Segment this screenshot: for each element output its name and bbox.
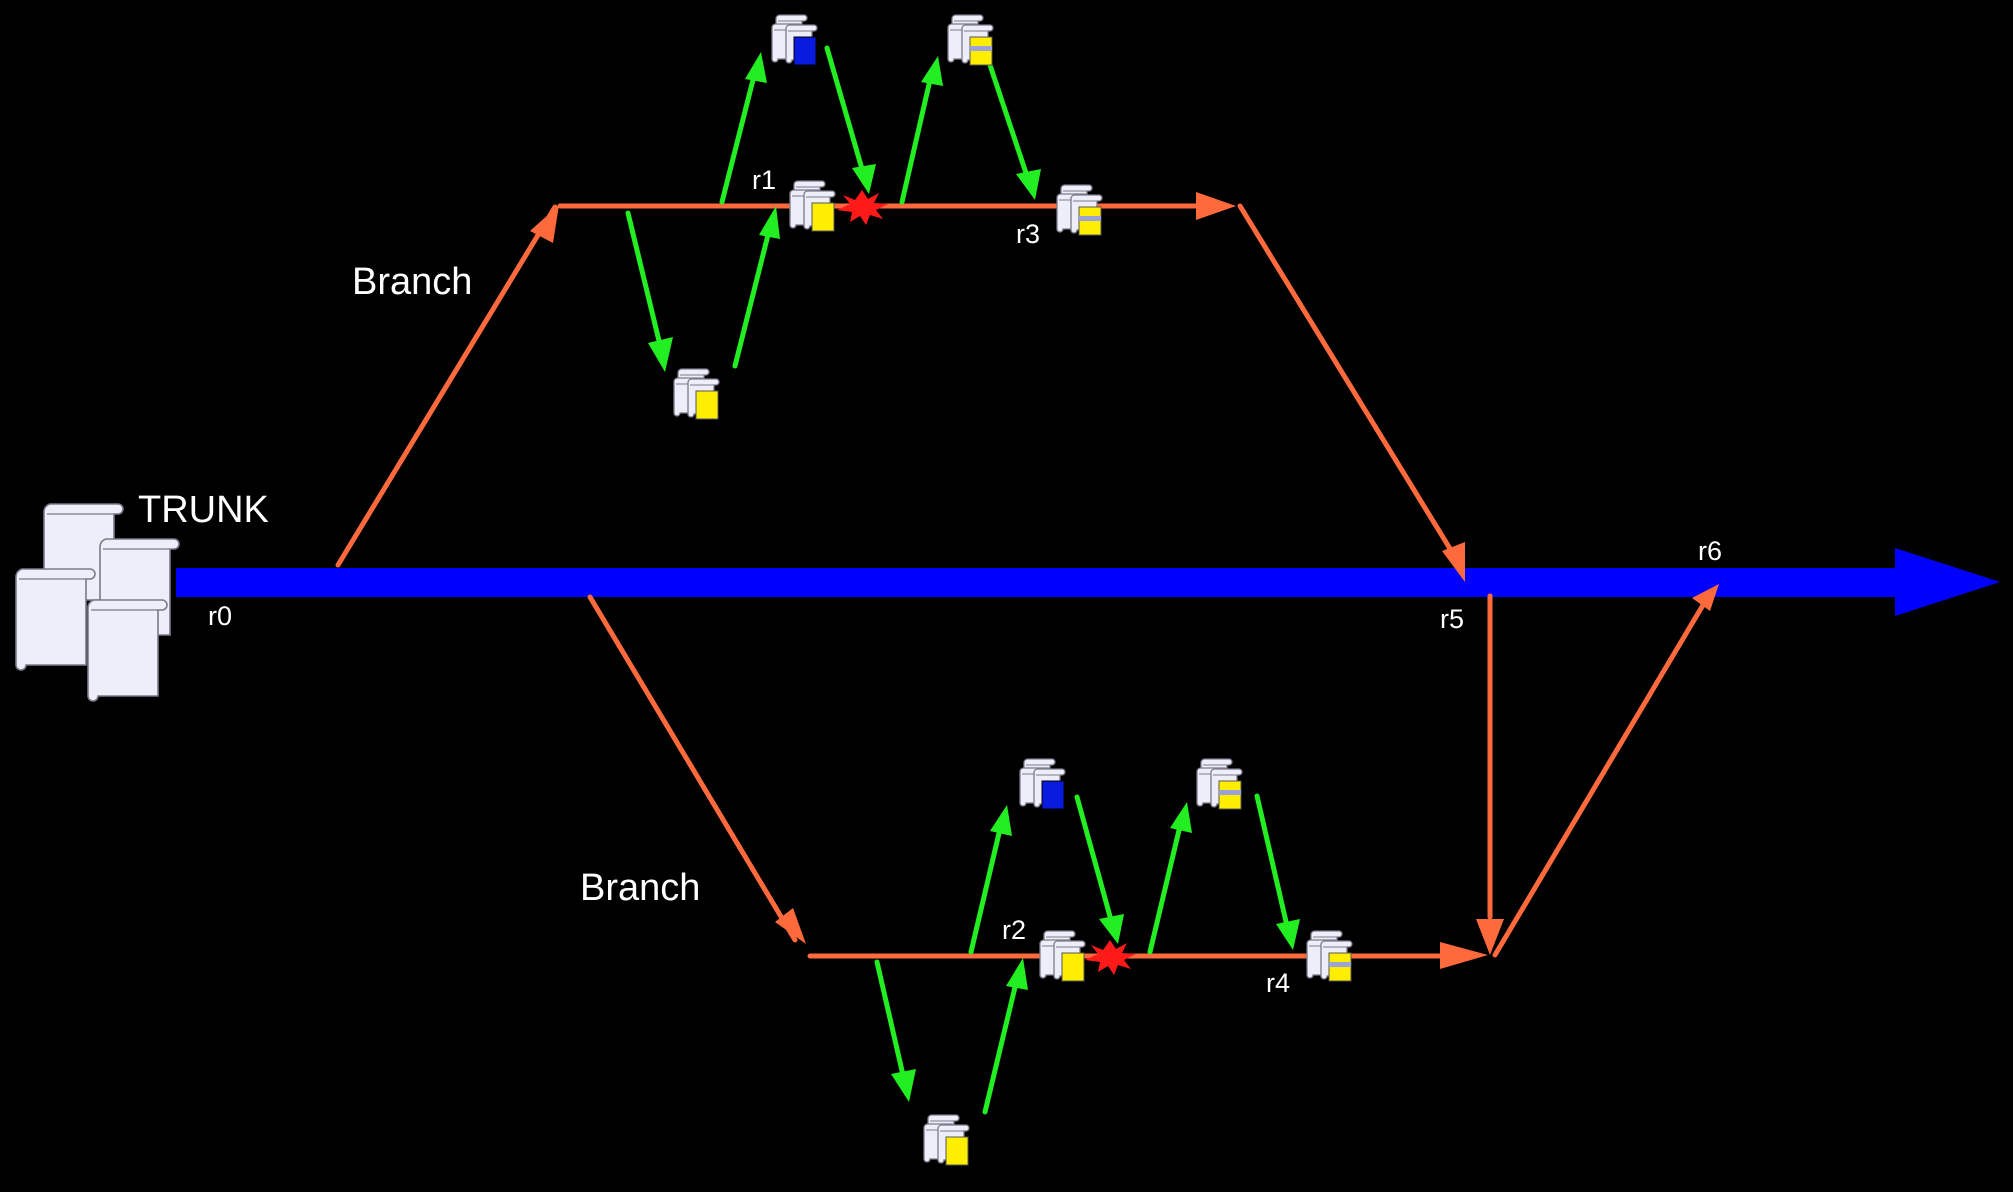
revision-label-r2: r2 — [1002, 915, 1026, 945]
working-copy-icon — [1020, 759, 1065, 809]
revision-label-r1: r1 — [752, 165, 776, 195]
working-copy-icon — [1307, 931, 1352, 981]
working-copy-icon — [674, 369, 719, 419]
working-copy-icon — [772, 15, 817, 65]
conflict-burst-icon — [1085, 940, 1136, 975]
branch-label-lower: Branch — [580, 867, 700, 909]
upper-copy-arrows — [625, 45, 1030, 369]
trunk-label: TRUNK — [138, 489, 269, 531]
lower-copy-arrowheads — [891, 802, 1300, 1102]
revision-label-r5: r5 — [1440, 604, 1464, 634]
conflict-burst-icon — [837, 190, 888, 225]
working-copy-icon — [948, 15, 993, 65]
working-copy-icon — [1057, 185, 1102, 235]
working-copy-icon — [924, 1115, 969, 1165]
revision-label-r6: r6 — [1698, 536, 1722, 566]
working-copy-icon — [790, 181, 835, 231]
trunk-repository-icon — [15, 503, 180, 702]
lower-copy-arrows — [874, 793, 1290, 1115]
revision-label-r3: r3 — [1016, 219, 1040, 249]
upper-copy-arrowheads — [648, 52, 1041, 372]
trunk-arrow — [176, 548, 2000, 616]
working-copy-icon — [1040, 931, 1085, 981]
branch-label-upper: Branch — [352, 261, 472, 303]
revision-label-r4: r4 — [1266, 968, 1290, 998]
revision-label-r0: r0 — [208, 601, 232, 631]
working-copy-icon — [1197, 759, 1242, 809]
branch-arrowheads — [530, 192, 1719, 969]
